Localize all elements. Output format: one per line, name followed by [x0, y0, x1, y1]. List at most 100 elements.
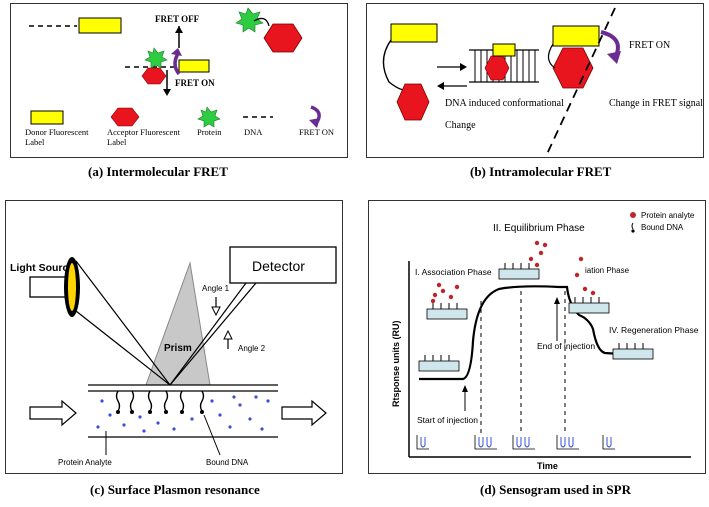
- caption-letter: (a): [88, 164, 104, 179]
- caption-text: Surface Plasmon resonance: [107, 482, 260, 497]
- caption-d: (d) Sensogram used in SPR: [480, 482, 631, 498]
- caption-letter: (d): [480, 482, 496, 497]
- arrow-head: [460, 63, 467, 71]
- reflected-ray: [169, 282, 247, 386]
- legend-acceptor-swatch: [110, 107, 140, 127]
- detector-box: [229, 246, 337, 284]
- arrow-head-up: [223, 329, 233, 340]
- acceptor-label-shape: [141, 67, 167, 85]
- arrow-head-up: [175, 26, 183, 33]
- phase-dividers: [480, 291, 566, 433]
- incident-ray: [75, 310, 171, 386]
- panel-sensogram: Rtsponse units (RU) Time II. Equilibrium…: [368, 200, 706, 474]
- legend-donor-text: Donor Fluorescent: [25, 127, 89, 137]
- dna-induced-text-2: Change: [445, 120, 476, 131]
- legend-protein-dot: [630, 212, 636, 218]
- intramolecular-fret-diagram: FRET ON DNA induced conformational Chang…: [382, 7, 703, 155]
- panel-intramolecular-fret: FRET ON DNA induced conformational Chang…: [366, 3, 704, 158]
- equilibrium-text: II. Equilibrium Phase: [493, 223, 585, 234]
- legend-fret-on-text: FRET ON: [299, 127, 334, 137]
- panel-intermolecular-fret: FRET OFF FRET ON Donor Fluorescent Label…: [10, 3, 348, 158]
- flow-out-arrow: [281, 399, 327, 427]
- association-text: I. Association Phase: [415, 267, 492, 277]
- donor-label-shape: [178, 59, 210, 73]
- protein-icon: [235, 7, 264, 33]
- linker-line: [547, 43, 556, 69]
- trace-icons: [420, 437, 612, 448]
- reflected-ray: [169, 282, 257, 386]
- caption-c: (c) Surface Plasmon resonance: [90, 482, 260, 498]
- sensor-chip-regeneration: [612, 343, 654, 360]
- flow-in-arrow: [29, 399, 77, 427]
- donor-label-shape: [552, 25, 600, 47]
- dissociation-text: iation Phase: [585, 266, 630, 275]
- arrow-head: [309, 118, 320, 128]
- acceptor-label-shape: [263, 23, 303, 53]
- arrow-head: [437, 82, 444, 90]
- caption-text: Intramolecular FRET: [489, 164, 612, 179]
- trace-brackets: [416, 435, 615, 450]
- panel-surface-plasmon-resonance: Detector Light Source Prism Angle 1 Angl…: [5, 200, 343, 474]
- legend-donor-swatch: [30, 110, 64, 125]
- arrow-head-down: [163, 89, 171, 96]
- legend-protein-text: Protein analyte: [641, 211, 695, 220]
- sensor-chip-association: [426, 282, 468, 320]
- angle2-text: Angle 2: [238, 344, 266, 353]
- incident-ray: [75, 260, 171, 386]
- sensogram-curve: [419, 285, 654, 381]
- sensor-chip-equilibrium: [498, 240, 548, 280]
- prism-text: Prism: [164, 343, 192, 354]
- arrow-head: [171, 48, 182, 56]
- spr-diagram: Detector Light Source Prism Angle 1 Angl…: [10, 246, 337, 467]
- change-fret-text: Change in FRET signal: [609, 98, 703, 109]
- sensor-chip-dissociation: [568, 256, 610, 314]
- fret-on-text: FRET ON: [175, 78, 215, 88]
- detector-text: Detector: [252, 258, 305, 274]
- protein-analyte-text: Protein Analyte: [58, 458, 112, 467]
- x-axis-label: Time: [537, 461, 558, 471]
- dna-induced-text: DNA induced conformational: [445, 98, 564, 109]
- acceptor-label-shape: [396, 83, 430, 121]
- legend-dna-head: [631, 229, 635, 233]
- caption-text: Sensogram used in SPR: [499, 482, 631, 497]
- y-axis-label: Rtsponse units (RU): [391, 320, 401, 407]
- legend-dna-icon: [631, 222, 634, 230]
- leader-line: [203, 414, 221, 456]
- lamp-icon: [68, 263, 76, 311]
- protein-analyte-dots: [96, 395, 270, 433]
- linker-line: [382, 39, 406, 91]
- legend-dna-text: DNA: [244, 127, 263, 137]
- angle1-text: Angle 1: [202, 284, 230, 293]
- end-injection-text: End of injection: [537, 341, 595, 351]
- bound-dna-text: Bound DNA: [206, 458, 249, 467]
- intermolecular-fret-diagram: FRET OFF FRET ON Donor Fluorescent Label…: [25, 7, 334, 147]
- regeneration-text: IV. Regeneration Phase: [609, 325, 699, 335]
- divider-dashed-line: [546, 7, 616, 155]
- legend-dna-text: Bound DNA: [641, 223, 684, 232]
- linker-line: [253, 17, 270, 27]
- legend-protein-text: Protein: [197, 127, 222, 137]
- light-source-text: Light Source: [10, 262, 74, 274]
- sensor-chip-baseline: [418, 355, 460, 372]
- caption-letter: (b): [470, 164, 486, 179]
- caption-b: (b) Intramolecular FRET: [470, 164, 611, 180]
- caption-text: Intermolecular FRET: [106, 164, 228, 179]
- arrow-head-down: [211, 306, 221, 317]
- caption-a: (a) Intermolecular FRET: [88, 164, 228, 180]
- bound-dna-group: [115, 390, 205, 412]
- legend-acceptor-text: Acceptor Fluorescent: [107, 127, 181, 137]
- protein-icon: [144, 47, 168, 69]
- legend-protein-swatch: [197, 106, 221, 128]
- sensogram-diagram: Rtsponse units (RU) Time II. Equilibrium…: [391, 211, 699, 471]
- start-injection-text: Start of injection: [417, 415, 478, 425]
- legend-acceptor-text-2: Label: [107, 137, 127, 147]
- legend-donor-text-2: Label: [25, 137, 45, 147]
- fret-off-text: FRET OFF: [155, 14, 200, 24]
- fret-on-text: FRET ON: [629, 40, 670, 51]
- donor-label-shape: [78, 17, 122, 34]
- bound-dna-heads: [116, 410, 204, 414]
- donor-label-shape: [492, 43, 516, 57]
- arrow-head-up: [462, 385, 468, 392]
- arrow-head-up: [554, 297, 560, 304]
- donor-label-shape: [390, 23, 438, 43]
